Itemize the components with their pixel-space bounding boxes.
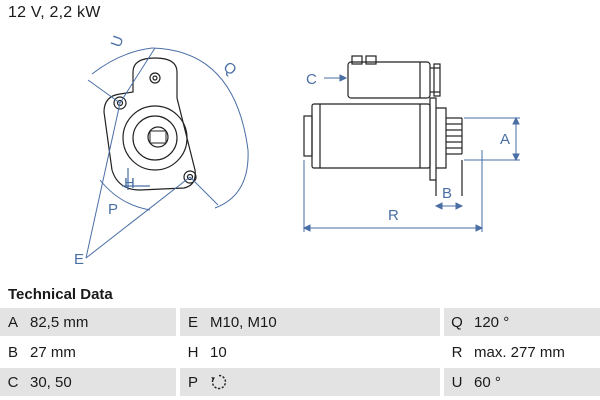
right-mount-hole [183, 170, 197, 184]
spec-value: 60 ° [470, 367, 600, 398]
spec-key: B [0, 337, 26, 368]
pinion-teeth [446, 117, 463, 155]
spec-key: U [444, 367, 470, 398]
technical-data-title: Technical Data [8, 286, 113, 303]
spec-value: 10 [206, 337, 440, 368]
label-u: U [108, 33, 128, 49]
clockwise-rotation-icon [211, 374, 227, 390]
starter-motor-drawing: U Q H P E [74, 33, 520, 268]
motor-body [311, 103, 431, 169]
spec-value: max. 277 mm [470, 337, 600, 368]
label-q: Q [220, 59, 240, 80]
label-a: A [500, 131, 510, 148]
top-tab-hole [149, 72, 161, 84]
spec-key: Q [444, 308, 470, 338]
spec-value: 120 ° [470, 308, 600, 338]
angle-arc-u [91, 47, 153, 75]
label-p: P [108, 201, 118, 218]
spec-value: 82,5 mm [26, 308, 176, 338]
side-view [303, 55, 463, 196]
spec-value: 27 mm [26, 337, 176, 368]
spec-key: C [0, 367, 26, 398]
table-row: A 82,5 mm E M10, M10 Q 120 ° [0, 308, 600, 338]
label-b: B [442, 185, 452, 202]
left-mount-hole [113, 96, 127, 110]
solenoid [347, 61, 431, 99]
spec-key: P [180, 367, 206, 398]
spec-key: R [444, 337, 470, 368]
spec-key: E [180, 308, 206, 338]
angle-arc-p [99, 179, 151, 211]
spec-value: M10, M10 [206, 308, 440, 338]
voltage-power-title: 12 V, 2,2 kW [8, 4, 101, 21]
table-row: B 27 mm H 10 R max. 277 mm [0, 337, 600, 368]
pinion-housing-inner [132, 115, 178, 161]
leader-e-1 [85, 102, 121, 259]
label-e: E [74, 251, 84, 268]
front-view [103, 57, 197, 191]
spec-key: H [180, 337, 206, 368]
label-h: H [124, 175, 135, 192]
leader-e-2 [85, 176, 191, 259]
front-view-dimensions [85, 47, 249, 259]
pinion [147, 126, 169, 148]
angle-arc-q [151, 47, 249, 209]
side-view-dimensions [302, 74, 520, 232]
spec-value [206, 367, 440, 398]
technical-data-table: A 82,5 mm E M10, M10 Q 120 ° B 27 mm H 1… [0, 308, 600, 398]
spec-key: A [0, 308, 26, 338]
table-row: C 30, 50 P U 60 ° [0, 367, 600, 398]
side-view-labels: C A B R [306, 71, 510, 224]
label-c: C [306, 71, 317, 88]
pinion-housing-outer [122, 105, 188, 171]
drive-housing [429, 97, 437, 181]
spec-value: 30, 50 [26, 367, 176, 398]
label-r: R [388, 207, 399, 224]
